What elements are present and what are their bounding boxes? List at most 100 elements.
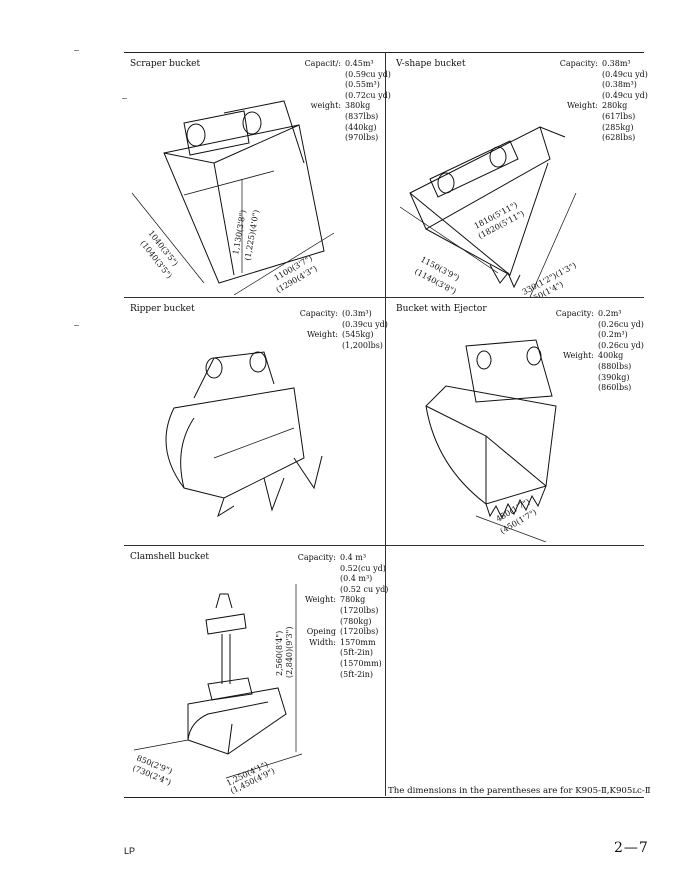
- spec-value: 380kg: [345, 101, 371, 111]
- spec-value: (1570mm): [340, 658, 382, 668]
- spec-row: Capacit∕: 0.45m³ (0.59cu yd) (0.55m³) (0…: [299, 59, 391, 101]
- spec-value: (0.55m³): [345, 80, 380, 90]
- spec-values: 380kg (837lbs) (440kg) (970lbs): [345, 101, 378, 143]
- spec-values: (0.3m³) (0.39cu yd): [342, 309, 388, 330]
- spec-label: Capacity:: [297, 553, 336, 562]
- spec-value: 0.52(cu yd): [340, 563, 386, 573]
- spec-value: (860lbs): [598, 383, 632, 393]
- spec-label: Weight:: [566, 101, 598, 111]
- cell-title: Scraper bucket: [130, 59, 201, 69]
- spec-list: Capacity: (0.3m³) (0.39cu yd) Weight: (5…: [294, 309, 388, 351]
- spec-label: Opeing: [306, 627, 336, 637]
- spec-values: 1570mm (5ft-2in) (1570mm) (5ft-2in): [340, 638, 382, 680]
- spec-value: (1720lbs): [340, 605, 379, 615]
- spec-value: (0.38m³): [602, 80, 637, 90]
- scan-mark: [74, 50, 79, 51]
- scraper-bucket-cell: Scraper bucket Capacit∕: 0.45m³ (0.59cu …: [124, 53, 391, 297]
- spec-row: Opeing (1720lbs): [292, 627, 388, 638]
- scan-mark: [74, 325, 79, 326]
- spec-value: (628lbs): [602, 133, 636, 143]
- scan-mark: [122, 98, 127, 99]
- spec-row: Weight: 400kg (880lbs) (390kg) (860lbs): [554, 351, 644, 393]
- spec-list: Capacity: 0.38m³ (0.49cu yd) (0.38m³) (0…: [558, 59, 648, 144]
- spec-label: Weight:: [304, 595, 336, 605]
- spec-label: Capacity:: [299, 309, 338, 318]
- spec-table: [124, 52, 644, 798]
- spec-values: 0.2m³ (0.26cu yd) (0.2m³) (0.26cu yd): [598, 309, 644, 351]
- spec-value: (285kg): [602, 122, 634, 132]
- spec-value: (0.26cu yd): [598, 319, 644, 329]
- empty-cell: [386, 546, 644, 796]
- spec-value: 0.2m³: [598, 309, 622, 318]
- spec-value: (0.26cu yd): [598, 340, 644, 350]
- spec-values: 280kg (617lbs) (285kg) (628lbs): [602, 101, 635, 143]
- spec-label: Width:: [309, 637, 336, 647]
- spec-label: Capacit∕:: [304, 59, 341, 68]
- spec-value: (545kg): [342, 330, 374, 340]
- spec-value: 1570mm: [340, 637, 376, 647]
- dimension-label: 2,560(8'4"): [275, 631, 284, 676]
- table-divider-horizontal: [124, 545, 644, 546]
- spec-value: (0.2m³): [598, 330, 628, 340]
- spec-value: (617lbs): [602, 111, 636, 121]
- spec-value: (0.49cu yd): [602, 90, 648, 100]
- spec-label: Weight:: [306, 330, 338, 340]
- page-number: 2—7: [614, 840, 649, 856]
- cell-title: V-shape bucket: [396, 59, 466, 69]
- spec-label: Weight:: [562, 351, 594, 361]
- spec-value: (5ft-2in): [340, 648, 374, 658]
- spec-value: (0.39cu yd): [342, 319, 388, 329]
- spec-value: (0.49cu yd): [602, 69, 648, 79]
- table-divider-vertical: [385, 52, 386, 796]
- footer-label: LP: [124, 846, 136, 856]
- spec-value: (0.3m³): [342, 309, 372, 318]
- spec-values: (1720lbs): [340, 627, 378, 638]
- footnote: The dimensions in the parentheses are fo…: [388, 786, 651, 796]
- spec-values: (545kg) (1,200lbs): [342, 330, 383, 351]
- spec-list: Capacity: 0.2m³ (0.26cu yd) (0.2m³) (0.2…: [554, 309, 644, 394]
- spec-values: 0.38m³ (0.49cu yd) (0.38m³) (0.49cu yd): [602, 59, 648, 101]
- spec-label: Capacity:: [555, 309, 594, 318]
- spec-value: (837lbs): [345, 111, 379, 121]
- spec-value: 400kg: [598, 351, 624, 361]
- spec-value: (1720lbs): [340, 627, 379, 637]
- spec-value: 0.45m³: [345, 59, 374, 68]
- spec-value: (0.59cu yd): [345, 69, 391, 79]
- spec-value: (0.72cu yd): [345, 90, 391, 100]
- v-shape-bucket-cell: V-shape bucket Capacity: 0.38m³ (0.49cu …: [386, 53, 648, 297]
- spec-value: (880lbs): [598, 361, 632, 371]
- spec-value: (0.4 m³): [340, 574, 373, 584]
- spec-values: 400kg (880lbs) (390kg) (860lbs): [598, 351, 631, 393]
- spec-row: Capacity: (0.3m³) (0.39cu yd): [294, 309, 388, 330]
- spec-values: 780kg (1720lbs) (780kg): [340, 595, 378, 627]
- spec-list: Capacity: 0.4 m³ 0.52(cu yd) (0.4 m³) (0…: [292, 553, 389, 680]
- spec-values: 0.45m³ (0.59cu yd) (0.55m³) (0.72cu yd): [345, 59, 391, 101]
- cell-title: Ripper bucket: [130, 304, 195, 314]
- ejector-bucket-drawing: 450(1'7") (450(1'7"): [425, 339, 557, 542]
- spec-row: Capacity: 0.38m³ (0.49cu yd) (0.38m³) (0…: [558, 59, 648, 101]
- spec-list: Capacit∕: 0.45m³ (0.59cu yd) (0.55m³) (0…: [299, 59, 391, 144]
- spec-row: Weight: (545kg) (1,200lbs): [294, 330, 388, 351]
- spec-row: Capacity: 0.4 m³ 0.52(cu yd) (0.4 m³) (0…: [292, 553, 389, 595]
- spec-value: 280kg: [602, 101, 628, 111]
- scraper-bucket-drawing: 1040(3'5") (1040(3'5") 1,130(3'8") (1,22…: [131, 100, 335, 295]
- spec-row: Capacity: 0.2m³ (0.26cu yd) (0.2m³) (0.2…: [554, 309, 644, 351]
- ripper-bucket-drawing: [165, 351, 323, 518]
- spec-value: (0.52 cu yd): [340, 584, 389, 594]
- clamshell-bucket-drawing: 2,560(8'4") (2,840)(9'3") 850(2'9") (730…: [131, 584, 303, 794]
- spec-row: weight: 380kg (837lbs) (440kg) (970lbs): [299, 101, 391, 143]
- spec-value: 0.4 m³: [340, 553, 367, 562]
- dimension-label: (2,840)(9'3"): [285, 627, 294, 678]
- spec-value: (780kg): [340, 616, 372, 626]
- spec-row: Weight: 780kg (1720lbs) (780kg): [292, 595, 388, 627]
- table-divider-horizontal: [124, 297, 644, 298]
- ejector-bucket-cell: Bucket with Ejector Capacity: 0.2m³ (0.2…: [386, 298, 644, 545]
- spec-row: Weight: 280kg (617lbs) (285kg) (628lbs): [558, 101, 648, 143]
- spec-value: (5ft-2in): [340, 669, 374, 679]
- cell-title: Bucket with Ejector: [396, 304, 487, 314]
- spec-value: (970lbs): [345, 133, 379, 143]
- spec-value: 780kg: [340, 595, 366, 605]
- spec-row: Width: 1570mm (5ft-2in) (1570mm) (5ft-2i…: [292, 638, 388, 680]
- spec-value: (1,200lbs): [342, 340, 383, 350]
